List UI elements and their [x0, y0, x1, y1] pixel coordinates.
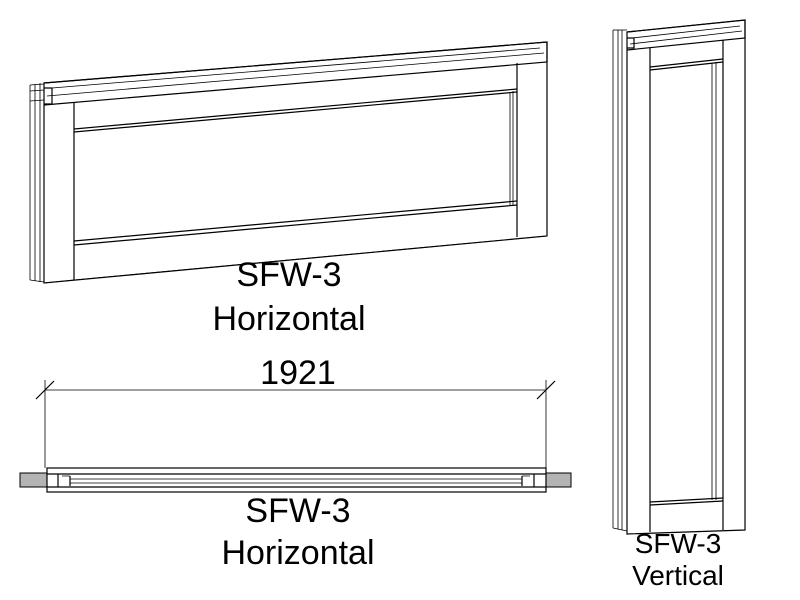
dimension-line — [35, 380, 556, 468]
plan-subtitle: Horizontal — [221, 534, 374, 572]
dimension-value: 1921 — [260, 354, 336, 392]
wall-left — [19, 472, 51, 488]
plan-view — [19, 467, 572, 493]
iso-horizontal-frame — [29, 41, 548, 284]
iso-vertical-frame — [612, 19, 746, 535]
plan-title: SFW-3 — [245, 492, 350, 530]
iso-vertical-subtitle: Vertical — [632, 560, 724, 591]
iso-horizontal-subtitle: Horizontal — [212, 300, 365, 338]
iso-horizontal-title: SFW-3 — [236, 256, 341, 294]
iso-vertical-title: SFW-3 — [635, 528, 722, 559]
